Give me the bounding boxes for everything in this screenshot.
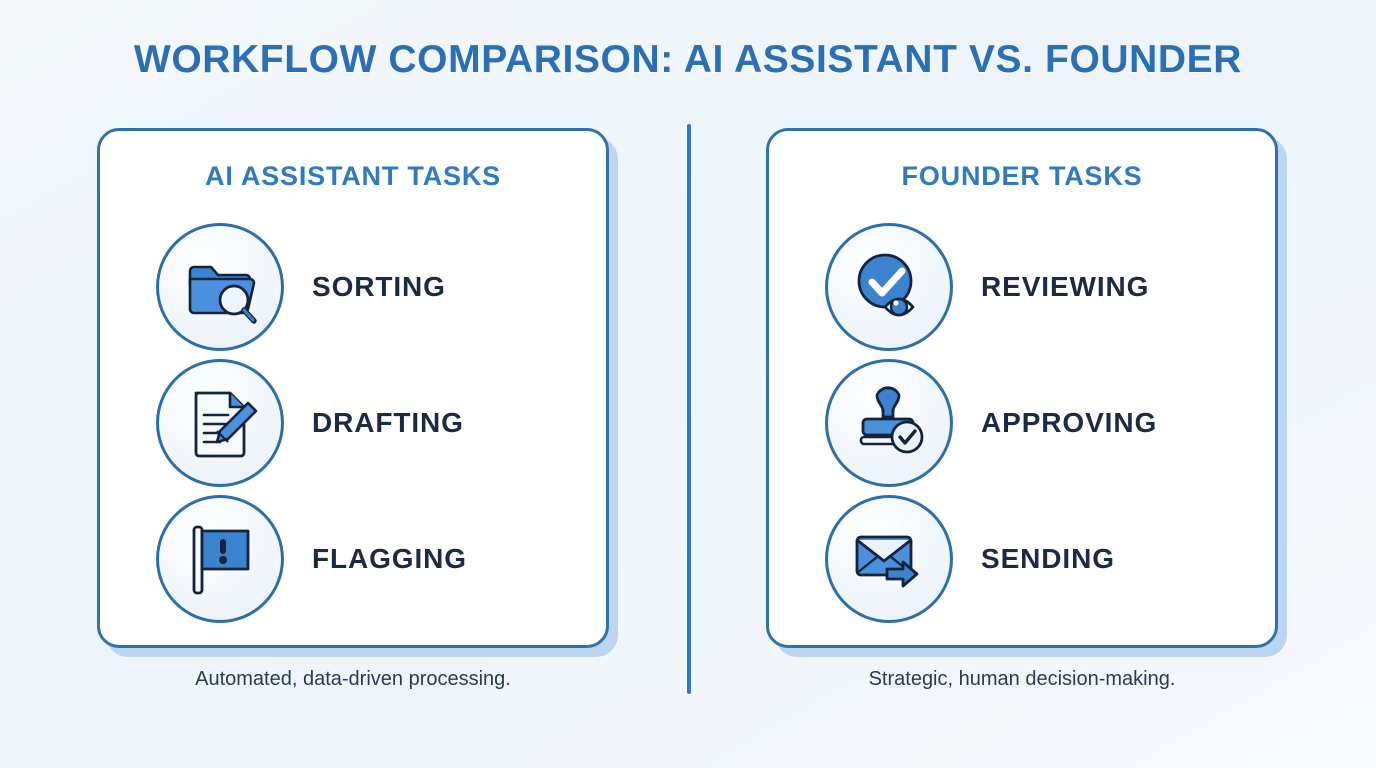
task-label-drafting: Drafting xyxy=(312,407,464,438)
task-label-reviewing: Reviewing xyxy=(981,271,1150,302)
task-label-flagging: Flagging xyxy=(312,543,467,574)
check-eye-icon xyxy=(825,223,953,351)
page-title: Workflow Comparison: AI Assistant vs. Fo… xyxy=(133,38,1243,81)
vertical-divider xyxy=(687,124,691,694)
task-label-sending: Sending xyxy=(981,543,1115,574)
task-row-sending: Sending xyxy=(769,491,1275,627)
task-list-founder: Reviewing Approving xyxy=(769,219,1275,627)
folder-search-icon xyxy=(156,223,284,351)
task-row-reviewing: Reviewing xyxy=(769,219,1275,355)
panel-title-founder: Founder Tasks xyxy=(901,161,1143,191)
panel-founder: Founder Tasks Reviewing xyxy=(766,128,1278,648)
caption-founder: Strategic, human decision-making. xyxy=(868,668,1176,690)
task-row-drafting: Drafting xyxy=(100,355,606,491)
task-list-ai-assistant: Sorting xyxy=(100,219,606,627)
panel-ai-assistant: AI Assistant Tasks Sorting xyxy=(97,128,609,648)
task-row-approving: Approving xyxy=(769,355,1275,491)
panel-title-ai-assistant: AI Assistant Tasks xyxy=(205,161,501,191)
task-label-sorting: Sorting xyxy=(312,271,446,302)
task-row-sorting: Sorting xyxy=(100,219,606,355)
stamp-check-icon xyxy=(825,359,953,487)
caption-ai-assistant: Automated, data-driven processing. xyxy=(195,668,511,690)
task-label-approving: Approving xyxy=(981,407,1158,438)
envelope-arrow-icon xyxy=(825,495,953,623)
flag-alert-icon xyxy=(156,495,284,623)
task-row-flagging: Flagging xyxy=(100,491,606,627)
document-pencil-icon xyxy=(156,359,284,487)
